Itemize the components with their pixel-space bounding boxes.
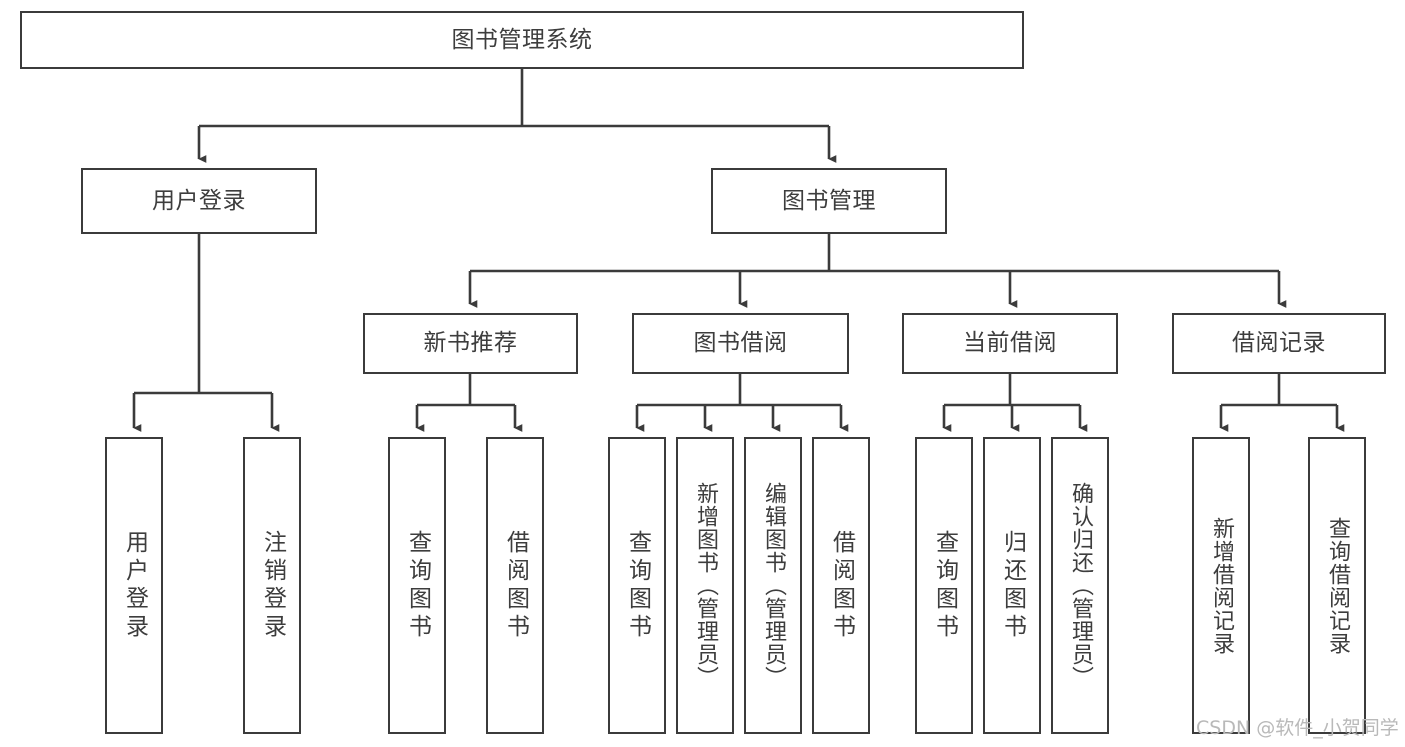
node-label: 用户登录 — [152, 187, 246, 214]
node-label: 借阅记录 — [1232, 330, 1326, 357]
node-label: 归还图书 — [999, 529, 1026, 642]
node-label: 用户登录 — [121, 529, 148, 642]
node-leaf-用户登录[interactable]: 用户登录 — [105, 437, 163, 734]
node-leaf-新增图书管理员[interactable]: 新增图书（管理员） — [676, 437, 734, 734]
node-level2-用户登录[interactable]: 用户登录 — [81, 168, 317, 234]
node-label: 查询图书 — [404, 529, 431, 642]
node-label: 图书管理 — [782, 187, 876, 214]
node-label: 查询图书 — [624, 529, 651, 642]
node-level3-当前借阅[interactable]: 当前借阅 — [902, 313, 1118, 374]
node-label: 借阅图书 — [502, 529, 529, 642]
node-leaf-查询图书[interactable]: 查询图书 — [388, 437, 446, 734]
node-label: 图书管理系统 — [451, 26, 593, 53]
csdn-watermark: CSDN @软件_小贺同学 — [1196, 717, 1399, 739]
node-root-图书管理系统[interactable]: 图书管理系统 — [20, 11, 1024, 69]
node-label: 查询借阅记录 — [1325, 516, 1350, 655]
node-label: 新书推荐 — [423, 330, 518, 357]
node-label: 借阅图书 — [828, 529, 855, 642]
node-leaf-归还图书[interactable]: 归还图书 — [983, 437, 1041, 734]
node-leaf-确认归还管理员[interactable]: 确认归还（管理员） — [1051, 437, 1109, 734]
node-label: 图书借阅 — [693, 330, 788, 357]
node-level2-图书管理[interactable]: 图书管理 — [711, 168, 947, 234]
node-level3-新书推荐[interactable]: 新书推荐 — [363, 313, 578, 374]
node-label: 当前借阅 — [963, 330, 1057, 357]
node-level3-图书借阅[interactable]: 图书借阅 — [632, 313, 849, 374]
node-level3-借阅记录[interactable]: 借阅记录 — [1172, 313, 1386, 374]
node-leaf-编辑图书管理员[interactable]: 编辑图书（管理员） — [744, 437, 802, 734]
edge-layer — [132, 69, 1345, 432]
node-label: 注销登录 — [259, 529, 286, 642]
node-label: 确认归还（管理员） — [1068, 482, 1093, 689]
node-label: 新增借阅记录 — [1209, 516, 1234, 655]
node-leaf-新增借阅记录[interactable]: 新增借阅记录 — [1192, 437, 1250, 734]
node-label: 编辑图书（管理员） — [761, 482, 786, 689]
node-leaf-借阅图书[interactable]: 借阅图书 — [812, 437, 870, 734]
node-leaf-查询图书[interactable]: 查询图书 — [608, 437, 666, 734]
node-label: 新增图书（管理员） — [693, 482, 718, 689]
node-leaf-查询图书[interactable]: 查询图书 — [915, 437, 973, 734]
node-leaf-注销登录[interactable]: 注销登录 — [243, 437, 301, 734]
node-label: 查询图书 — [931, 529, 958, 642]
node-leaf-借阅图书[interactable]: 借阅图书 — [486, 437, 544, 734]
node-leaf-查询借阅记录[interactable]: 查询借阅记录 — [1308, 437, 1366, 734]
